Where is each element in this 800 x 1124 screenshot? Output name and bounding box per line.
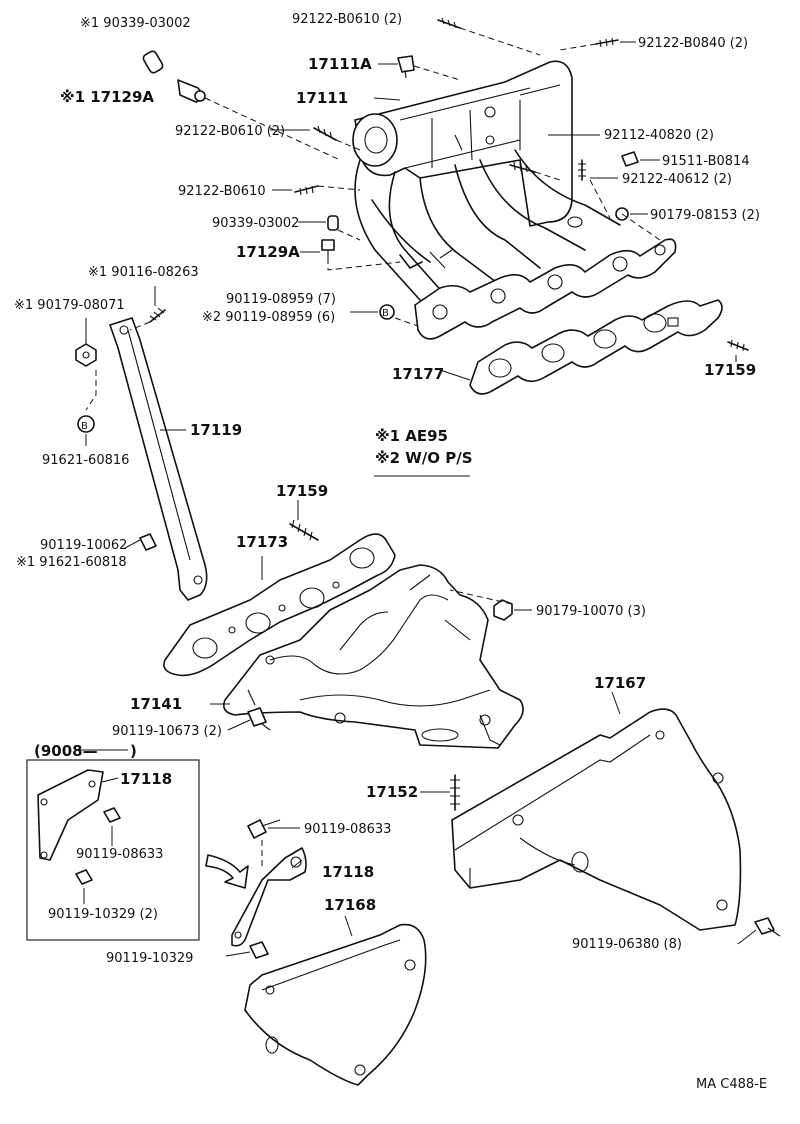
label-90119-06380: 90119-06380 (8) [572,937,682,952]
manifold-stay-17119 [109,317,208,601]
label-17167: 17167 [594,674,646,692]
label-92122-b0610-2a: 92122-B0610 (2) [292,12,402,27]
label-90179-08071: ※1 90179-08071 [14,298,125,313]
label-92122-b0610-2b: 92122-B0610 (2) [175,124,285,139]
label-90119-08959-6: ※2 90119-08959 (6) [202,310,335,325]
label-17118: 17118 [322,863,374,881]
label-92122-b0610: 92122-B0610 [178,184,266,199]
label-17159-a: 17159 [704,361,756,379]
label-17173: 17173 [236,533,288,551]
exhaust-manifold-17141 [222,564,524,749]
gasket-17177 [469,299,723,395]
label-90119-10329: 90119-10329 [106,951,193,966]
note-ae95: ※1 AE95 [375,427,448,445]
label-90119-08633: 90119-08633 [304,822,391,837]
fasteners [75,17,781,959]
label-17168: 17168 [324,896,376,914]
label-17111: 17111 [296,89,348,107]
label-90179-10070: 90179-10070 (3) [536,604,646,619]
label-90116-08263: ※1 90116-08263 [88,265,199,280]
label-92112-40820: 92112-40820 (2) [604,128,714,143]
label-92122-40612: 92122-40612 (2) [622,172,732,187]
label-90339-top: ※1 90339-03002 [80,16,191,31]
label-90119-10673: 90119-10673 (2) [112,724,222,739]
label-90119-10329-inset: 90119-10329 (2) [48,907,158,922]
bracket-17118 [231,847,307,947]
label-90339-mid: 90339-03002 [212,216,299,231]
label-90179-08153: 90179-08153 (2) [650,208,760,223]
label-17177: 17177 [392,365,444,383]
label-92122-b0840: 92122-B0840 (2) [638,36,748,51]
leader-lines [76,27,757,957]
label-90119-08959-7: 90119-08959 (7) [226,292,336,307]
label-17159-b: 17159 [276,482,328,500]
label-17111A: 17111A [308,55,372,73]
note-wo-ps: ※2 W/O P/S [375,449,473,467]
label-17129A-top: ※1 17129A [60,88,154,106]
label-91621-60816: 91621-60816 [42,453,129,468]
footer-code: MA C488-E [696,1077,767,1092]
direction-arrow-icon [205,854,249,889]
gasket-17173 [163,533,396,677]
label-17118-inset: 17118 [120,770,172,788]
label-90119-08633-inset: 90119-08633 [76,847,163,862]
label-91511-b0814: 91511-B0814 [662,154,750,169]
intake-manifold-17111 [352,60,677,340]
label-17152: 17152 [366,783,418,801]
label-91621-60818: ※1 91621-60818 [16,555,127,570]
part-labels: ※1 90339-03002 ※1 17129A 92122-B0610 (2)… [14,12,767,1092]
washer-b-mark-2: B [382,308,389,319]
label-17129A-mid: 17129A [236,243,300,261]
heat-insulator-17168 [244,923,427,1086]
label-17141: 17141 [130,695,182,713]
label-17119: 17119 [190,421,242,439]
heat-insulator-17167 [451,708,742,931]
inset-title: (9008— [34,742,98,760]
label-90119-10062: 90119-10062 [40,538,127,553]
inset-close: ) [130,742,137,760]
washer-b-mark-1: B [81,421,88,432]
inset-box-9008 [26,759,200,941]
